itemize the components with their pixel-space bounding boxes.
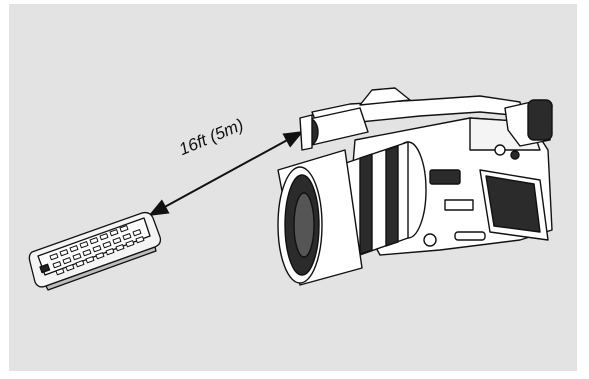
camcorder (278, 88, 552, 285)
remote-control (29, 213, 160, 290)
